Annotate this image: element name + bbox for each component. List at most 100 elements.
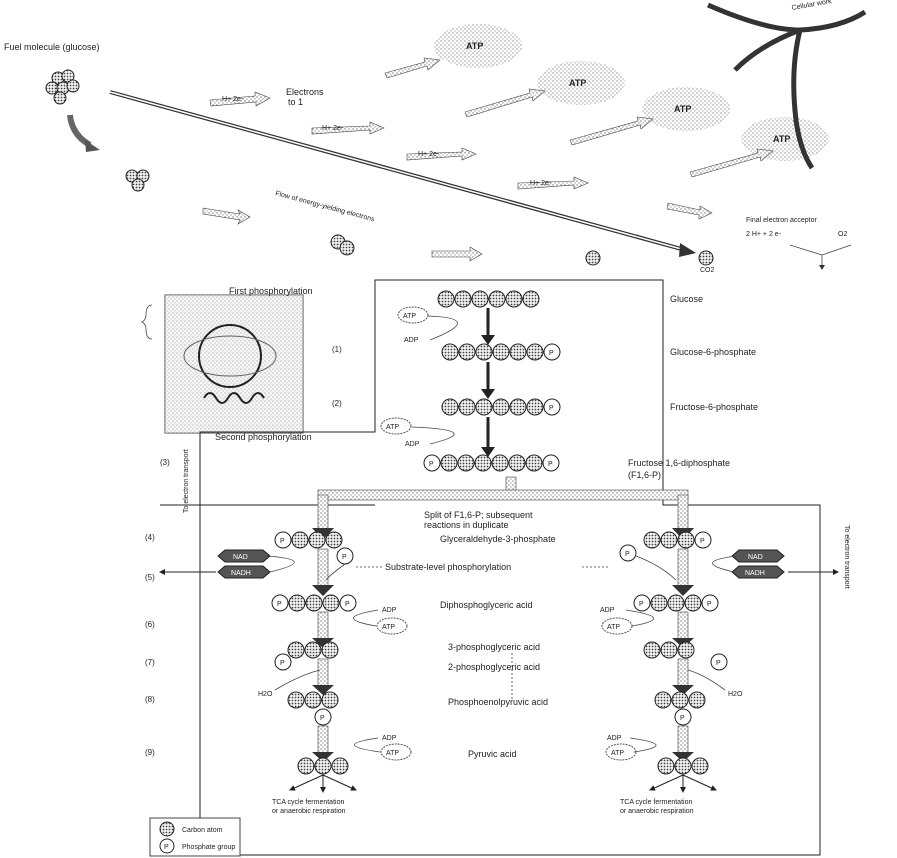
legend-phosphate-label: Phosphate group: [182, 844, 235, 851]
svg-text:ADP: ADP: [405, 441, 420, 448]
svg-text:(4): (4): [145, 533, 155, 542]
shaded-arrow-a: [203, 208, 250, 224]
svg-text:P: P: [280, 660, 285, 667]
glucose-cluster: [46, 70, 79, 104]
svg-text:P: P: [277, 601, 282, 608]
svg-text:P: P: [700, 538, 705, 545]
svg-text:or anaerobic respiration: or anaerobic respiration: [272, 808, 346, 815]
flow-label: Flow of energy-yielding electrons: [274, 190, 375, 223]
svg-text:NADH: NADH: [231, 570, 251, 577]
curve-arrow-1: [70, 115, 90, 145]
f16p-abbr: (F1,6-P): [628, 470, 661, 480]
cell-inset: [142, 295, 303, 433]
svg-text:ATP: ATP: [386, 424, 399, 431]
svg-text:P: P: [549, 350, 554, 357]
co2-molecule: [699, 251, 713, 265]
split-label-1: Split of F1,6-P; subsequent: [424, 510, 533, 520]
pep-label: Phosphoenolpyruvic acid: [448, 697, 548, 707]
split-arrows: [312, 477, 694, 540]
svg-text:H+ 2e-: H+ 2e-: [530, 180, 552, 187]
svg-text:or anaerobic respiration: or anaerobic respiration: [620, 808, 694, 815]
g6p-chain: P: [442, 344, 560, 360]
overview-section: Fuel molecule (glucose) CO2: [4, 0, 865, 274]
svg-text:H2O: H2O: [728, 691, 743, 698]
first-phosphorylation-label: First phosphorylation: [229, 286, 313, 296]
svg-text:(1): (1): [332, 345, 342, 354]
svg-text:ATP: ATP: [403, 313, 416, 320]
svg-text:(5): (5): [145, 573, 155, 582]
svg-text:ADP: ADP: [382, 607, 397, 614]
svg-text:H+ 2e-: H+ 2e-: [322, 125, 344, 132]
svg-text:H+ 2e-: H+ 2e-: [418, 151, 440, 158]
f6p-label: Fructose-6-phosphate: [670, 402, 758, 412]
svg-text:P: P: [625, 551, 630, 558]
svg-text:(6): (6): [145, 620, 155, 629]
lower-pathway: Glyceraldehyde-3-phosphate Substrate-lev…: [160, 449, 850, 815]
svg-text:ADP: ADP: [404, 337, 419, 344]
final-acceptor-equation: 2 H+ + 2 e-: [746, 231, 782, 238]
g6p-label: Glucose-6-phosphate: [670, 347, 756, 357]
glucose-label: Glucose: [670, 294, 703, 304]
svg-text:(8): (8): [145, 695, 155, 704]
oxygen-label: O2: [838, 231, 847, 238]
svg-text:ADP: ADP: [382, 735, 397, 742]
svg-text:P: P: [345, 601, 350, 608]
svg-text:P: P: [548, 461, 553, 468]
svg-text:H2O: H2O: [258, 691, 273, 698]
fuel-molecule-label: Fuel molecule (glucose): [4, 42, 100, 52]
pga2-label: 2-phosphoglyceric acid: [448, 662, 540, 672]
left-branch: P P NAD NADH To electron transport P P: [160, 449, 411, 815]
cellular-work-label: Cellular work: [791, 0, 833, 12]
svg-text:P: P: [680, 715, 685, 722]
svg-text:(7): (7): [145, 658, 155, 667]
svg-text:ADP: ADP: [600, 607, 615, 614]
shaded-arrow-b: [432, 247, 482, 261]
split-label-2: reactions in duplicate: [424, 520, 509, 530]
svg-text:ATP: ATP: [773, 134, 790, 144]
svg-text:(2): (2): [332, 399, 342, 408]
svg-text:ATP: ATP: [611, 750, 624, 757]
svg-text:TCA cycle fermentation: TCA cycle fermentation: [620, 799, 692, 806]
svg-text:P: P: [280, 538, 285, 545]
cluster-2: [331, 235, 354, 255]
dpga-label: Diphosphoglyceric acid: [440, 600, 533, 610]
svg-text:P: P: [716, 660, 721, 667]
gap-label: Glyceraldehyde-3-phosphate: [440, 534, 556, 544]
svg-text:NAD: NAD: [748, 554, 763, 561]
co2-label: CO2: [700, 267, 715, 274]
right-side-label: To electron transport: [843, 525, 850, 589]
substrate-phosphorylation-label: Substrate-level phosphorylation: [385, 562, 511, 572]
right-branch: P P NAD NADH To electron transport P P A…: [600, 525, 850, 815]
svg-text:ATP: ATP: [466, 41, 483, 51]
svg-text:ATP: ATP: [607, 624, 620, 631]
f16p-label: Fructose 1,6-diphosphate: [628, 458, 730, 468]
hydrogen-arrows: H+ 2e- H+ 2e- H+ 2e- H+ 2e-: [210, 92, 588, 189]
svg-text:ATP: ATP: [386, 750, 399, 757]
svg-text:ATP: ATP: [674, 104, 691, 114]
svg-text:TCA cycle fermentation: TCA cycle fermentation: [272, 799, 344, 806]
svg-text:P: P: [320, 715, 325, 722]
left-side-label: To electron transport: [183, 449, 190, 513]
svg-text:P: P: [342, 554, 347, 561]
cluster-3: [126, 170, 149, 191]
f6p-chain: P: [442, 399, 560, 415]
svg-text:P: P: [164, 844, 169, 851]
svg-text:NAD: NAD: [233, 554, 248, 561]
legend-carbon-label: Carbon atom: [182, 827, 223, 834]
legend: Carbon atom P Phosphate group: [150, 818, 240, 856]
second-phosphorylation-label: Second phosphorylation: [215, 432, 312, 442]
pyruvic-label: Pyruvic acid: [468, 749, 517, 759]
svg-text:P: P: [707, 601, 712, 608]
svg-text:ADP: ADP: [607, 735, 622, 742]
svg-text:ATP: ATP: [569, 78, 586, 88]
svg-text:(3): (3): [160, 458, 170, 467]
f16p-chain: P P: [424, 455, 559, 471]
svg-text:P: P: [429, 461, 434, 468]
final-acceptor-label: Final electron acceptor: [746, 217, 817, 224]
pga3-label: 3-phosphoglyceric acid: [448, 642, 540, 652]
svg-text:P: P: [639, 601, 644, 608]
svg-text:ATP: ATP: [382, 624, 395, 631]
svg-text:NADH: NADH: [745, 570, 765, 577]
